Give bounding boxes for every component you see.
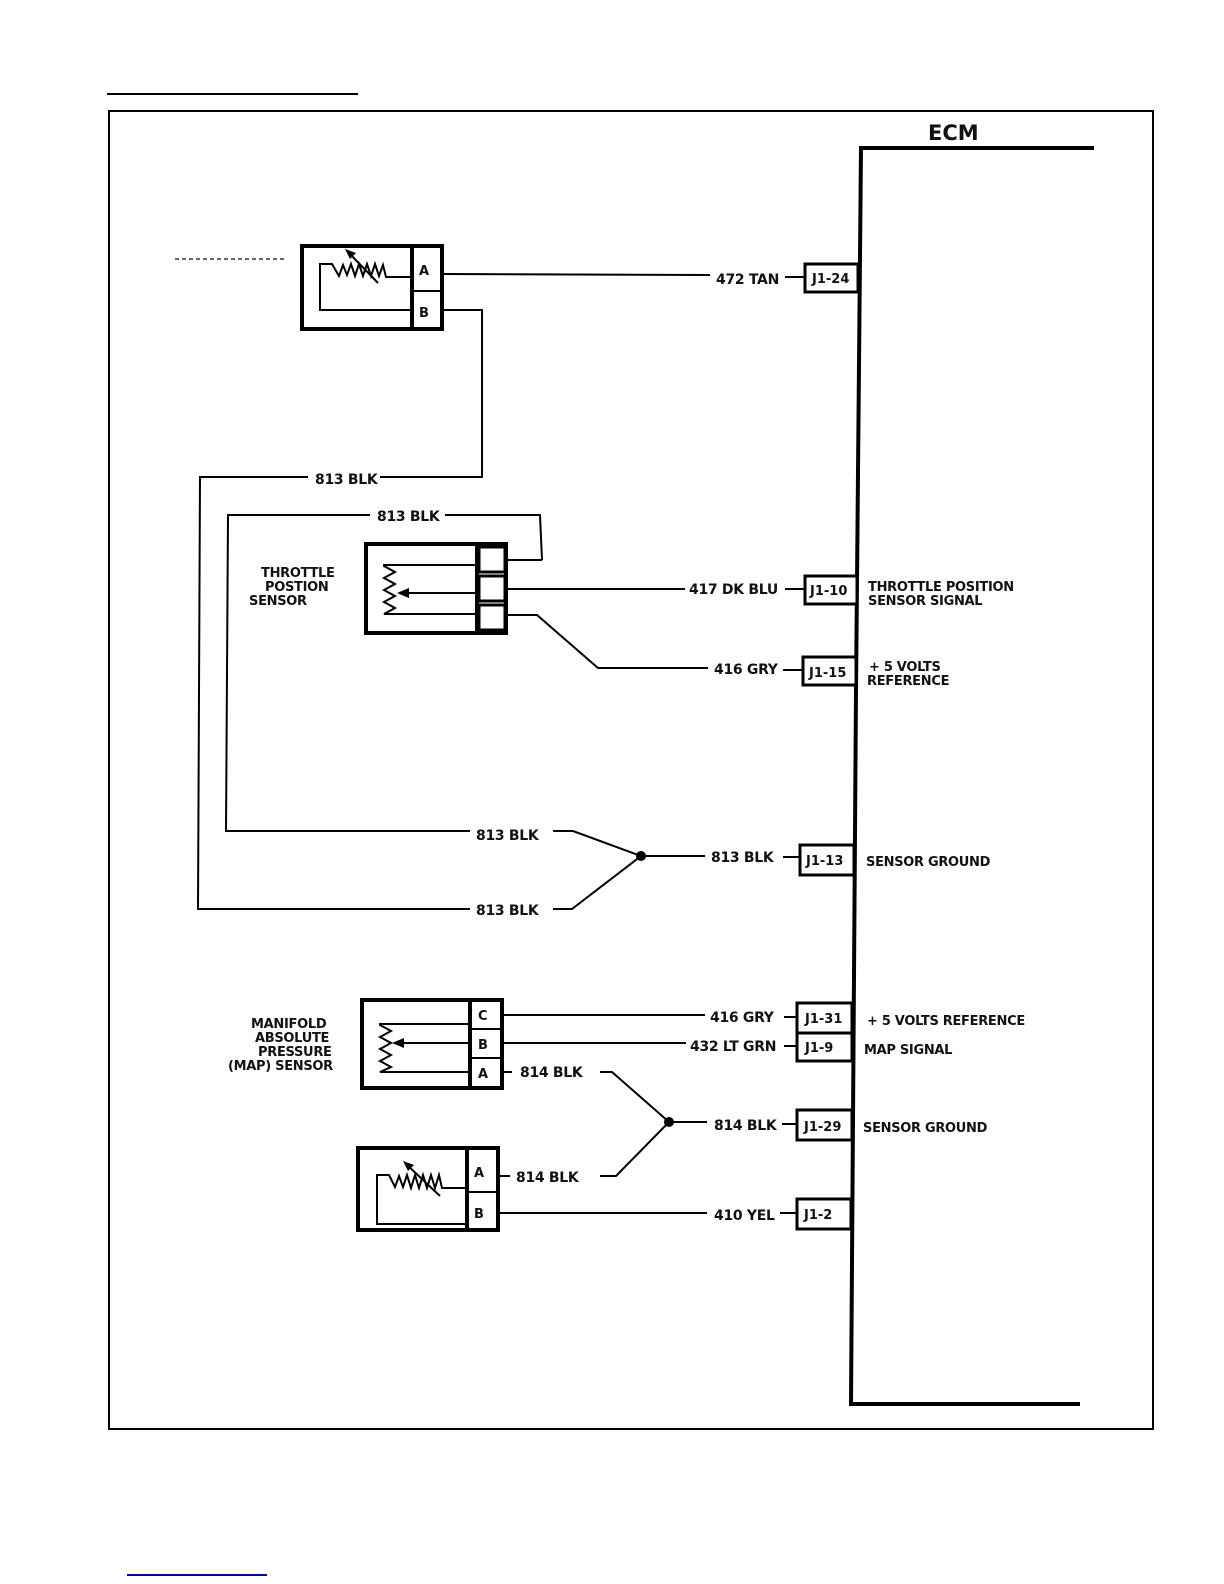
map-label-line1: MANIFOLD — [251, 1017, 327, 1032]
wire-label-417: 417 DK BLU — [689, 582, 778, 598]
terminal-j1-24-label: J1-24 — [811, 272, 849, 287]
bottom-sensor: A B — [356, 1146, 500, 1232]
terminal-j1-2 — [795, 1197, 853, 1231]
terminal-j1-29 — [795, 1108, 854, 1142]
tps-label-line1: THROTTLE — [261, 566, 335, 581]
ecm-block: ECM — [848, 121, 1094, 1406]
diagram-frame — [108, 110, 1154, 1430]
terminal-j1-13 — [798, 843, 856, 877]
wire-label-472: 472 TAN — [716, 272, 779, 288]
terminal-j1-31-label: J1-31 — [804, 1012, 842, 1027]
ecm-title: ECM — [928, 121, 979, 145]
wire-label-814-bottom: 814 BLK — [516, 1170, 580, 1186]
wire-label-813-top-b: 813 BLK — [377, 509, 441, 525]
function-5v-ref-tps-line2: REFERENCE — [867, 674, 949, 689]
terminal-j1-9 — [795, 1031, 854, 1063]
top-sensor: A B — [175, 244, 444, 331]
top-sensor-pin-b: B — [419, 306, 429, 321]
function-sensor-ground-2: SENSOR GROUND — [863, 1121, 988, 1136]
map-label-line4: (MAP) SENSOR — [228, 1059, 333, 1074]
wire-label-416-map: 416 GRY — [710, 1010, 775, 1026]
map-pin-c: C — [478, 1009, 488, 1024]
wire-label-813-top-a: 813 BLK — [315, 472, 379, 488]
terminal-j1-2-label: J1-2 — [803, 1208, 832, 1223]
terminal-j1-29-label: J1-29 — [803, 1120, 841, 1135]
terminal-j1-10-label: J1-10 — [809, 584, 847, 599]
map-pin-a: A — [478, 1067, 488, 1082]
throttle-position-sensor: THROTTLE POSTION SENSOR — [249, 542, 508, 635]
function-map-signal: MAP SIGNAL — [864, 1043, 952, 1058]
tps-label-line2: POSTION — [265, 580, 328, 595]
wire-label-813-splice-upper: 813 BLK — [476, 828, 540, 844]
function-5v-ref-map: + 5 VOLTS REFERENCE — [867, 1014, 1025, 1029]
map-label-line2: ABSOLUTE — [255, 1031, 329, 1046]
function-5v-ref-tps-line1: + 5 VOLTS — [869, 660, 941, 675]
bottom-sensor-pin-a: A — [474, 1166, 484, 1181]
potentiometer-icon — [381, 564, 477, 615]
map-pin-b: B — [478, 1038, 488, 1053]
function-tps-signal-line1: THROTTLE POSITION — [868, 580, 1014, 595]
function-tps-signal-line2: SENSOR SIGNAL — [868, 594, 982, 609]
wire-label-814-map: 814 BLK — [520, 1065, 584, 1081]
wire-label-410: 410 YEL — [714, 1208, 775, 1224]
wire-label-813-splice-lower: 813 BLK — [476, 903, 540, 919]
potentiometer-icon — [377, 1023, 470, 1073]
wire-label-814-to-ecm: 814 BLK — [714, 1118, 778, 1134]
variable-resistor-icon — [319, 249, 412, 311]
terminal-j1-15-label: J1-15 — [808, 666, 846, 681]
top-sensor-pin-a: A — [419, 264, 429, 279]
wire-label-416-tps: 416 GRY — [714, 662, 779, 678]
map-label-line3: PRESSURE — [258, 1045, 332, 1060]
tps-label-line3: SENSOR — [249, 594, 307, 609]
variable-resistor-icon — [376, 1161, 467, 1225]
bottom-sensor-pin-b: B — [474, 1207, 484, 1222]
map-sensor: C B A MANIFOLD ABSOLUTE PRESSURE (MAP) S… — [228, 998, 504, 1090]
terminal-j1-13-label: J1-13 — [805, 854, 843, 869]
terminal-j1-15 — [801, 655, 858, 687]
function-sensor-ground-1: SENSOR GROUND — [866, 855, 991, 870]
terminal-j1-9-label: J1-9 — [804, 1041, 833, 1056]
wire-label-813-to-ecm: 813 BLK — [711, 850, 775, 866]
terminal-j1-24 — [803, 262, 860, 294]
terminal-j1-10 — [803, 574, 859, 606]
wire-label-432: 432 LT GRN — [690, 1039, 776, 1055]
